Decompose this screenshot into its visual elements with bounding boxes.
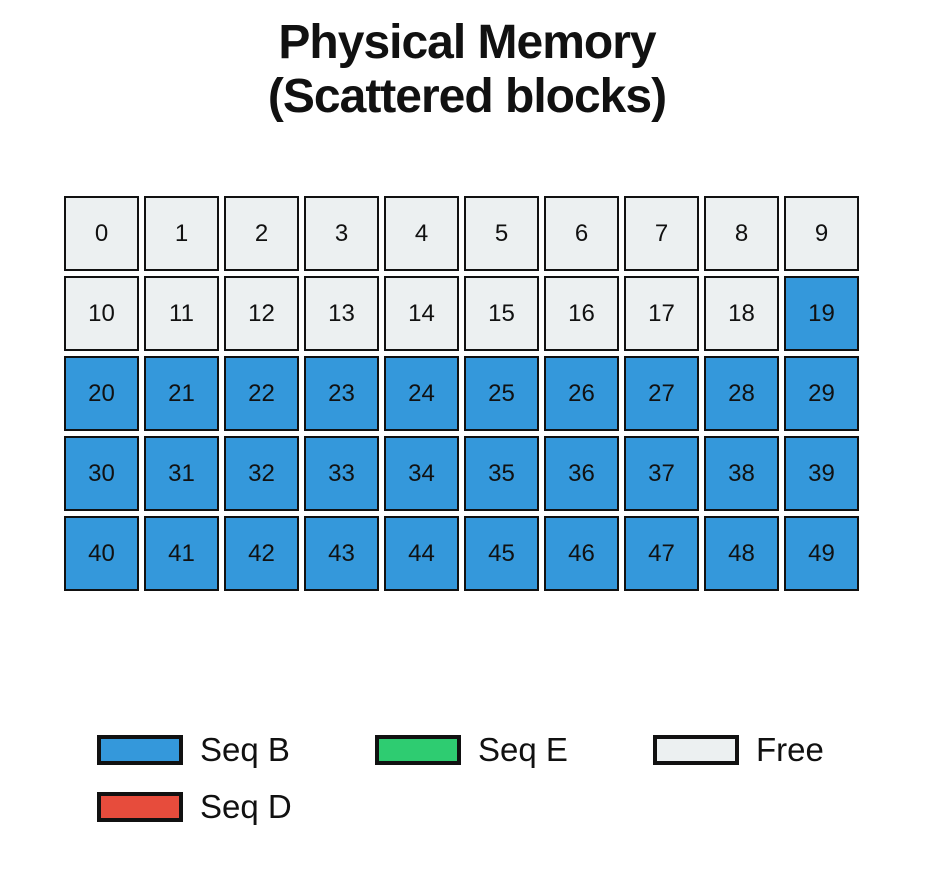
memory-cell-10: 10 (64, 276, 139, 351)
legend-item-seq-d: Seq D (97, 788, 292, 825)
legend-swatch-free (653, 735, 739, 765)
legend-swatch-seq-e (375, 735, 461, 765)
memory-cell-48: 48 (704, 516, 779, 591)
memory-cell-18: 18 (704, 276, 779, 351)
memory-cell-34: 34 (384, 436, 459, 511)
memory-cell-35: 35 (464, 436, 539, 511)
memory-cell-40: 40 (64, 516, 139, 591)
memory-cell-49: 49 (784, 516, 859, 591)
legend-label-free: Free (756, 731, 824, 768)
legend-swatch-seq-b (97, 735, 183, 765)
memory-cell-25: 25 (464, 356, 539, 431)
memory-cell-47: 47 (624, 516, 699, 591)
memory-cell-8: 8 (704, 196, 779, 271)
legend-label-seq-e: Seq E (478, 731, 568, 768)
memory-cell-20: 20 (64, 356, 139, 431)
legend-swatch-seq-d (97, 792, 183, 822)
memory-cell-38: 38 (704, 436, 779, 511)
memory-cell-26: 26 (544, 356, 619, 431)
memory-cell-1: 1 (144, 196, 219, 271)
legend-label-seq-b: Seq B (200, 731, 290, 768)
legend-item-seq-b: Seq B (97, 731, 290, 768)
memory-cell-39: 39 (784, 436, 859, 511)
legend-label-seq-d: Seq D (200, 788, 292, 825)
memory-cell-43: 43 (304, 516, 379, 591)
memory-cell-2: 2 (224, 196, 299, 271)
memory-cell-17: 17 (624, 276, 699, 351)
memory-cell-5: 5 (464, 196, 539, 271)
memory-cell-13: 13 (304, 276, 379, 351)
memory-cell-28: 28 (704, 356, 779, 431)
title-line-2: (Scattered blocks) (267, 70, 667, 123)
memory-cell-3: 3 (304, 196, 379, 271)
memory-cell-36: 36 (544, 436, 619, 511)
legend-item-free: Free (653, 731, 824, 768)
memory-cell-45: 45 (464, 516, 539, 591)
memory-cell-19: 19 (784, 276, 859, 351)
memory-cell-29: 29 (784, 356, 859, 431)
memory-cell-22: 22 (224, 356, 299, 431)
memory-cell-33: 33 (304, 436, 379, 511)
memory-cell-32: 32 (224, 436, 299, 511)
title-line-1: Physical Memory (278, 16, 656, 69)
memory-cell-30: 30 (64, 436, 139, 511)
memory-cell-37: 37 (624, 436, 699, 511)
memory-cell-27: 27 (624, 356, 699, 431)
figure-title: Physical Memory (Scattered blocks) (0, 16, 934, 124)
memory-cell-44: 44 (384, 516, 459, 591)
memory-cell-12: 12 (224, 276, 299, 351)
memory-cell-9: 9 (784, 196, 859, 271)
memory-cell-4: 4 (384, 196, 459, 271)
memory-cell-7: 7 (624, 196, 699, 271)
legend-item-seq-e: Seq E (375, 731, 568, 768)
memory-cell-16: 16 (544, 276, 619, 351)
memory-cell-21: 21 (144, 356, 219, 431)
memory-cell-31: 31 (144, 436, 219, 511)
memory-cell-46: 46 (544, 516, 619, 591)
memory-cell-42: 42 (224, 516, 299, 591)
memory-cell-14: 14 (384, 276, 459, 351)
memory-cell-24: 24 (384, 356, 459, 431)
memory-cell-23: 23 (304, 356, 379, 431)
memory-cell-41: 41 (144, 516, 219, 591)
memory-cell-15: 15 (464, 276, 539, 351)
memory-cell-6: 6 (544, 196, 619, 271)
memory-cell-0: 0 (64, 196, 139, 271)
memory-cell-11: 11 (144, 276, 219, 351)
